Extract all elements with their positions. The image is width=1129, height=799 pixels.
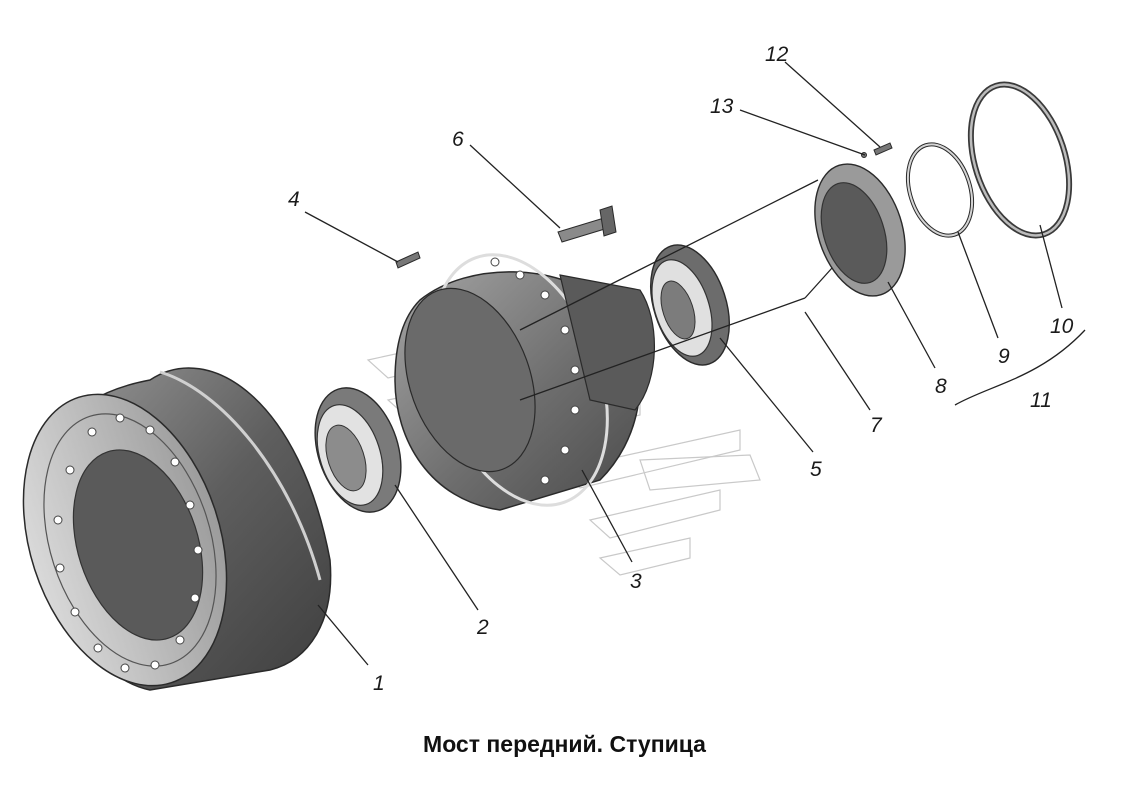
assembly-bracket	[519, 179, 833, 401]
callout-part-7: 7	[870, 414, 883, 437]
outer-bearing	[650, 244, 730, 366]
small-pin	[873, 142, 893, 156]
callout-part-12: 12	[765, 43, 789, 66]
callout-part-5: 5	[810, 458, 822, 481]
retaining-ring	[967, 81, 1073, 239]
hub-cover	[814, 163, 906, 297]
callout-part-13: 13	[710, 95, 734, 118]
callout-part-11: 11	[1030, 389, 1052, 412]
diagram-caption: Мост передний. Ступица	[423, 731, 706, 757]
kit-brace	[954, 329, 1086, 406]
callout-part-6: 6	[452, 128, 464, 151]
brake-drum	[22, 367, 332, 691]
inner-bearing	[314, 387, 402, 513]
screw	[395, 251, 421, 269]
callout-part-10: 10	[1050, 315, 1074, 338]
callout-part-1: 1	[373, 672, 385, 695]
wheel-stud	[557, 205, 617, 243]
callout-part-2: 2	[476, 616, 489, 639]
hub-body	[394, 253, 655, 511]
callout-part-8: 8	[935, 375, 947, 398]
callout-part-3: 3	[630, 570, 642, 593]
callout-part-4: 4	[288, 188, 300, 211]
lock-ring	[905, 142, 975, 238]
leader-lines	[304, 61, 1063, 666]
callout-part-9: 9	[998, 345, 1010, 368]
